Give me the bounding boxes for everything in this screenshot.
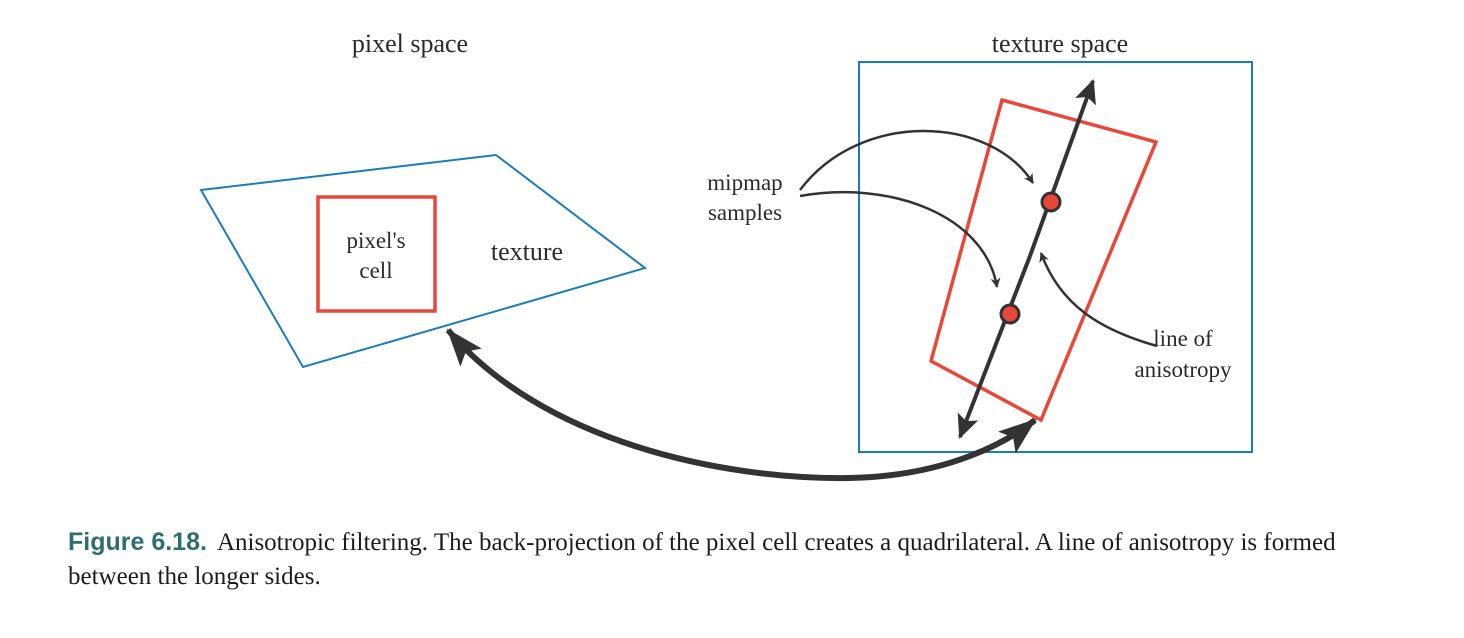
texture-space-title: texture space xyxy=(992,29,1128,58)
figure-caption: Figure 6.18.Anisotropic filtering. The b… xyxy=(68,525,1398,594)
mipmap-sample-upper xyxy=(1040,191,1062,213)
pixel-space-title: pixel space xyxy=(352,29,468,58)
figure-label: Figure 6.18. xyxy=(68,528,207,556)
anisotropic-filtering-diagram: pixel space texture space pixel's cell t… xyxy=(199,29,1253,482)
line-of-anisotropy-axis-up xyxy=(1028,79,1096,257)
back-projected-quadrilateral xyxy=(928,97,1159,423)
mipmap-label-line1: mipmap xyxy=(707,170,782,195)
pixel-cell-square xyxy=(316,195,437,313)
pixel-cell-label-line1: pixel's xyxy=(346,228,405,253)
anisotropy-pointer-arrow xyxy=(1039,252,1158,348)
back-projection-arrow xyxy=(445,328,1037,482)
mipmap-pointer-arrow-upper xyxy=(799,129,1035,191)
mipmap-label-line2: samples xyxy=(708,200,782,225)
texture-label: texture xyxy=(491,237,563,266)
anisotropy-label-line1: line of xyxy=(1153,326,1213,351)
caption-text: Anisotropic filtering. The back-projecti… xyxy=(68,529,1336,590)
pixel-cell-label-line2: cell xyxy=(359,258,392,283)
mipmap-sample-lower xyxy=(999,303,1021,325)
texture-space-frame xyxy=(858,61,1253,453)
texture-quadrilateral xyxy=(199,153,648,369)
anisotropy-label-line2: anisotropy xyxy=(1134,357,1232,382)
mipmap-pointer-arrow-lower xyxy=(799,190,1001,288)
